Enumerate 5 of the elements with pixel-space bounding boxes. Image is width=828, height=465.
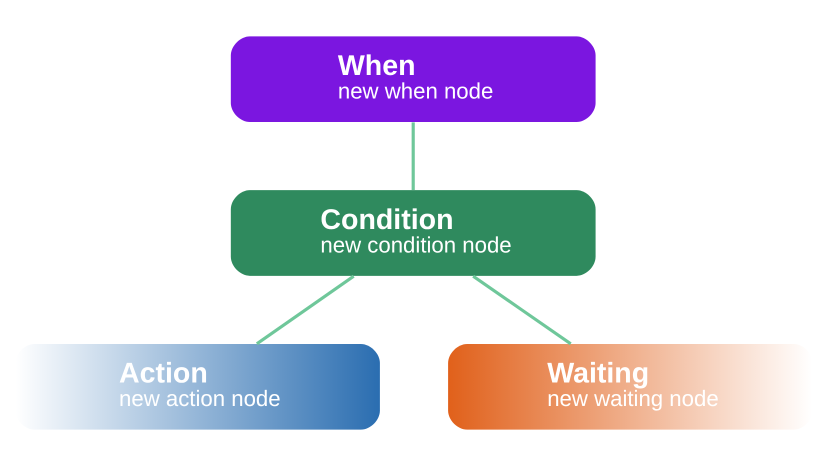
connector xyxy=(256,274,355,345)
node-box: When new when node xyxy=(230,36,596,122)
connector xyxy=(472,274,572,345)
node-box: Condition new condition node xyxy=(230,190,596,276)
connector xyxy=(412,122,415,190)
